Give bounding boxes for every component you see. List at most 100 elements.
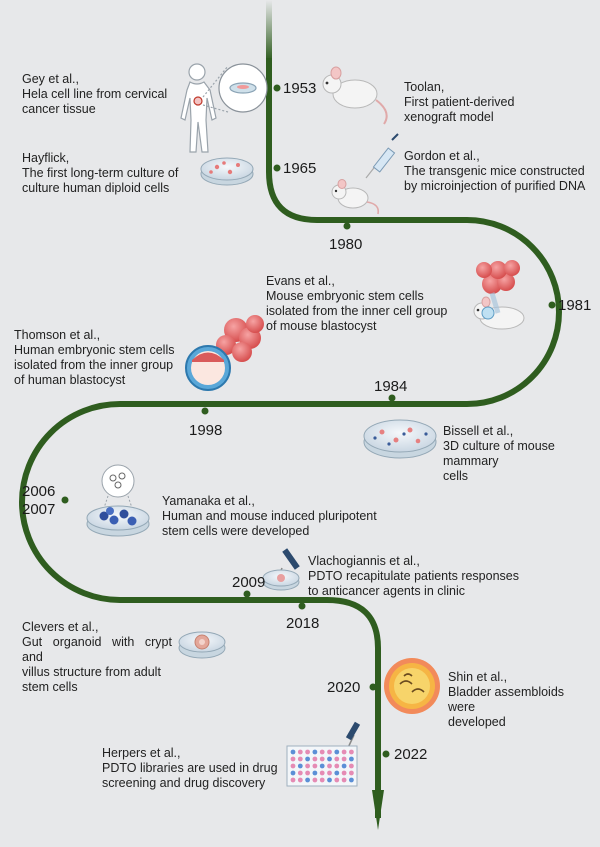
event-clevers-line2: villus structure from adult bbox=[22, 665, 161, 679]
well bbox=[297, 749, 303, 755]
well bbox=[327, 770, 332, 776]
petri-dish-icon-1965 bbox=[200, 157, 254, 186]
event-vlachogiannis-line1: PDTO recapitulate patients responses bbox=[308, 569, 519, 583]
event-gordon-author: Gordon et al., bbox=[404, 149, 480, 163]
well bbox=[349, 749, 354, 755]
mouse-icon-1953 bbox=[322, 66, 388, 125]
event-shin-author: Shin et al., bbox=[448, 670, 508, 684]
year-1965: 1965 bbox=[283, 160, 316, 177]
event-yamanaka-line1: Human and mouse induced pluripotent bbox=[162, 509, 377, 523]
timeline-path bbox=[19, 0, 562, 830]
pipette-dish-icon bbox=[262, 548, 300, 591]
event-herpers: Herpers et al., PDTO libraries are used … bbox=[102, 746, 284, 791]
well bbox=[341, 749, 347, 755]
event-vlachogiannis-author: Vlachogiannis et al., bbox=[308, 554, 420, 568]
well bbox=[334, 763, 340, 769]
event-gordon-line2: by microinjection of purified DNA bbox=[404, 179, 586, 193]
event-vlachogiannis-line2: to anticancer agents in clinic bbox=[308, 584, 466, 598]
marker-2018 bbox=[298, 602, 306, 610]
well bbox=[290, 763, 296, 769]
marker-2006 bbox=[61, 496, 69, 504]
well bbox=[341, 770, 347, 776]
year-2006: 2006 bbox=[22, 483, 55, 500]
well bbox=[349, 763, 354, 769]
well bbox=[327, 763, 332, 769]
event-bissell-line2: cells bbox=[443, 469, 469, 483]
event-thomson-line1: Human embryonic stem cells bbox=[14, 343, 175, 357]
well bbox=[327, 749, 332, 755]
event-gordon-line1: The transgenic mice constructed bbox=[404, 164, 585, 178]
well bbox=[312, 749, 318, 755]
well bbox=[290, 777, 296, 783]
year-2020: 2020 bbox=[327, 679, 360, 696]
well bbox=[327, 777, 332, 783]
well bbox=[305, 749, 310, 755]
well bbox=[312, 777, 318, 783]
human-figure-icon bbox=[180, 63, 268, 153]
event-bissell-author: Bissell et al., bbox=[443, 424, 514, 438]
mouse-blastocyst-icon bbox=[473, 260, 525, 330]
event-gey-author: Gey et al., bbox=[22, 72, 79, 86]
event-bissell-line1: 3D culture of mouse mammary bbox=[443, 439, 555, 468]
year-2022: 2022 bbox=[394, 746, 427, 763]
bladder-assembloid-icon bbox=[384, 658, 440, 714]
well bbox=[297, 770, 303, 776]
well bbox=[305, 770, 310, 776]
ipsc-dish-icon bbox=[86, 464, 150, 537]
dish-3d-culture-icon bbox=[363, 419, 437, 459]
marker-2009 bbox=[243, 590, 251, 598]
event-thomson-line2: isolated from the inner group bbox=[14, 358, 174, 372]
event-bissell: Bissell et al., 3D culture of mouse mamm… bbox=[443, 424, 593, 484]
gut-organoid-dish-icon bbox=[178, 631, 226, 659]
well bbox=[319, 777, 325, 783]
event-herpers-author: Herpers et al., bbox=[102, 746, 181, 760]
well bbox=[297, 777, 303, 783]
well bbox=[290, 749, 296, 755]
event-clevers-line1: Gut organoid with crypt and bbox=[22, 635, 172, 664]
well bbox=[319, 763, 325, 769]
well-plate-wells bbox=[290, 749, 354, 783]
event-clevers-line3: stem cells bbox=[22, 680, 78, 694]
well bbox=[334, 777, 340, 783]
event-hayflick-author: Hayflick, bbox=[22, 151, 70, 165]
well bbox=[297, 756, 303, 762]
well bbox=[341, 763, 347, 769]
event-gey: Gey et al., Hela cell line from cervical… bbox=[22, 72, 174, 117]
year-1980: 1980 bbox=[329, 236, 362, 253]
event-thomson-line3: of human blastocyst bbox=[14, 373, 126, 387]
well bbox=[305, 763, 310, 769]
year-1953: 1953 bbox=[283, 80, 316, 97]
event-herpers-line1: PDTO libraries are used in drug bbox=[102, 761, 278, 775]
event-herpers-line2: screening and drug discovery bbox=[102, 776, 266, 790]
event-gey-line1: Hela cell line from cervical bbox=[22, 87, 168, 101]
well bbox=[341, 756, 347, 762]
well bbox=[334, 770, 340, 776]
event-thomson: Thomson et al., Human embryonic stem cel… bbox=[14, 328, 180, 388]
event-clevers: Clevers et al., Gut organoid with crypt … bbox=[22, 620, 172, 695]
well bbox=[312, 770, 318, 776]
well bbox=[305, 756, 310, 762]
event-toolan-author: Toolan, bbox=[404, 80, 445, 94]
well bbox=[305, 777, 310, 783]
well bbox=[349, 756, 354, 762]
event-evans-author: Evans et al., bbox=[266, 274, 335, 288]
well bbox=[319, 756, 325, 762]
syringe-mouse-icon bbox=[331, 133, 399, 215]
well bbox=[319, 749, 325, 755]
event-vlachogiannis: Vlachogiannis et al., PDTO recapitulate … bbox=[308, 554, 548, 599]
year-labels: 1953 1965 1980 1981 1984 1998 2006 2007 … bbox=[22, 80, 591, 763]
event-evans-line3: of mouse blastocyst bbox=[266, 319, 377, 333]
marker-1980 bbox=[343, 222, 351, 230]
event-evans-line1: Mouse embryonic stem cells bbox=[266, 289, 424, 303]
event-yamanaka-line2: stem cells were developed bbox=[162, 524, 310, 538]
event-evans: Evans et al., Mouse embryonic stem cells… bbox=[266, 274, 454, 334]
well bbox=[290, 756, 296, 762]
year-1984: 1984 bbox=[374, 378, 407, 395]
well bbox=[290, 770, 296, 776]
event-toolan-line2: xenograft model bbox=[404, 110, 494, 124]
event-toolan-line1: First patient-derived bbox=[404, 95, 515, 109]
event-hayflick: Hayflick, The first long-term culture of… bbox=[22, 151, 190, 196]
well bbox=[334, 756, 340, 762]
marker-1965 bbox=[273, 164, 281, 172]
well bbox=[334, 749, 340, 755]
